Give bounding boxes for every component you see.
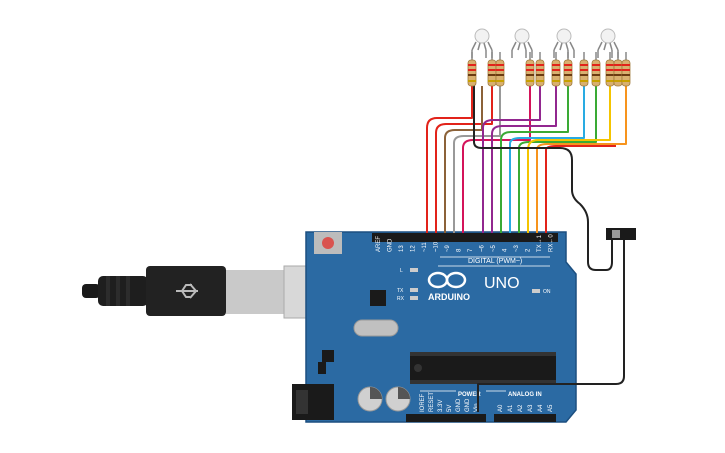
power-pin-label: GND [456, 398, 462, 412]
digital-pin-label: RX←0 [549, 234, 555, 252]
wire-pin5[interactable] [500, 86, 569, 233]
digital-pin-label: 2 [526, 248, 532, 252]
digital-pin-label: 4 [503, 248, 509, 252]
analog-pin-labels: A0 A1 A2 A3 A4 A5 [498, 404, 554, 412]
usb-chip [370, 290, 386, 306]
tx-led [410, 288, 418, 292]
resistor[interactable] [551, 52, 561, 87]
digital-pin-label: ~3 [514, 244, 520, 252]
power-pin-label: RESET [429, 392, 435, 412]
wire-pin7[interactable] [482, 86, 541, 233]
digital-pin-label: ~5 [491, 244, 497, 252]
power-pin-label: IOREF [420, 393, 426, 412]
usb-cable[interactable] [82, 265, 345, 319]
wire-pin1[interactable] [536, 86, 627, 233]
wire-pin8[interactable] [462, 86, 531, 233]
wires [426, 70, 627, 412]
digital-pin-label: ~11 [422, 242, 428, 252]
resistor[interactable] [535, 52, 545, 87]
digital-pin-label: 7 [468, 248, 474, 252]
resistors [467, 52, 631, 87]
wire-pin4[interactable] [509, 86, 585, 233]
power-pin-label: 3.3V [438, 400, 444, 412]
wire-common[interactable] [473, 70, 613, 271]
crystal-oscillator [353, 319, 399, 337]
arduino-logo-icon [427, 271, 467, 289]
rx-led [410, 296, 418, 300]
digital-pin-label: 13 [399, 245, 405, 252]
analog-pin-label: A1 [508, 404, 514, 412]
power-pin-label: 5V [447, 405, 453, 412]
resistor[interactable] [525, 52, 535, 87]
resistor[interactable] [495, 52, 505, 87]
digital-header[interactable] [372, 233, 558, 242]
analog-pin-label: A3 [528, 404, 534, 412]
rgb-led[interactable] [511, 28, 533, 58]
resistor[interactable] [591, 52, 601, 87]
resistor[interactable] [613, 52, 623, 87]
wire-pin0[interactable] [545, 145, 616, 233]
analog-label: ANALOG IN [508, 392, 542, 398]
resistor[interactable] [487, 52, 497, 87]
brand-label: ARDUINO [428, 292, 470, 302]
power-pin-label: GND [465, 398, 471, 412]
rx-led-label: RX [397, 296, 405, 302]
rgb-led[interactable] [471, 28, 493, 58]
rgb-leds [471, 28, 619, 58]
atmega-chip [410, 352, 556, 384]
analog-pin-label: A2 [518, 404, 524, 412]
wire-switch-gnd[interactable] [477, 240, 625, 412]
switch-slider[interactable] [612, 230, 620, 238]
analog-header[interactable] [494, 414, 556, 422]
digital-pin-label: AREF [376, 236, 382, 252]
on-led [532, 289, 540, 293]
l-led-label: L [400, 268, 403, 274]
resistor[interactable] [467, 52, 477, 87]
slide-switch[interactable] [606, 228, 636, 240]
wire-pin6[interactable] [491, 86, 557, 233]
digital-header-label: DIGITAL (PWM~) [468, 258, 522, 265]
wire-pin2[interactable] [527, 86, 611, 233]
usb-symbol-icon [176, 283, 198, 299]
analog-pin-label: A0 [498, 404, 504, 412]
model-label: UNO [484, 275, 520, 292]
tx-led-label: TX [397, 288, 404, 294]
wire-pin11[interactable] [435, 86, 493, 233]
voltage-regulator [322, 350, 334, 362]
rgb-led[interactable] [597, 28, 619, 58]
digital-pin-label: 8 [457, 248, 463, 252]
digital-pin-labels: AREF GND 13 12 ~11 ~10 ~9 8 7 ~6 ~5 4 ~3 2 TX→1 RX←0 [376, 234, 555, 252]
digital-pin-label: GND [388, 238, 394, 252]
l-led [410, 268, 418, 272]
resistor[interactable] [579, 52, 589, 87]
digital-pin-label: TX→1 [537, 234, 543, 252]
digital-pin-label: 12 [411, 245, 417, 252]
wire-pin10[interactable] [444, 86, 483, 233]
wire-pin9[interactable] [453, 86, 501, 233]
analog-pin-label: A5 [548, 404, 554, 412]
digital-pin-label: ~9 [445, 244, 451, 252]
resistor[interactable] [605, 52, 615, 87]
digital-pin-label: ~10 [434, 241, 440, 252]
on-led-label: ON [543, 289, 551, 295]
arduino-board[interactable]: AREF GND 13 12 ~11 ~10 ~9 8 7 ~6 ~5 4 ~3 2 TX→1 RX←0 DI… [292, 231, 577, 423]
resistor[interactable] [563, 52, 573, 87]
power-header[interactable] [406, 414, 486, 422]
analog-pin-label: A4 [538, 404, 544, 412]
wire-pin12[interactable] [426, 86, 473, 233]
digital-pin-label: ~6 [480, 244, 486, 252]
rgb-led[interactable] [553, 28, 575, 58]
power-label: POWER [458, 392, 481, 398]
resistor[interactable] [621, 52, 631, 87]
